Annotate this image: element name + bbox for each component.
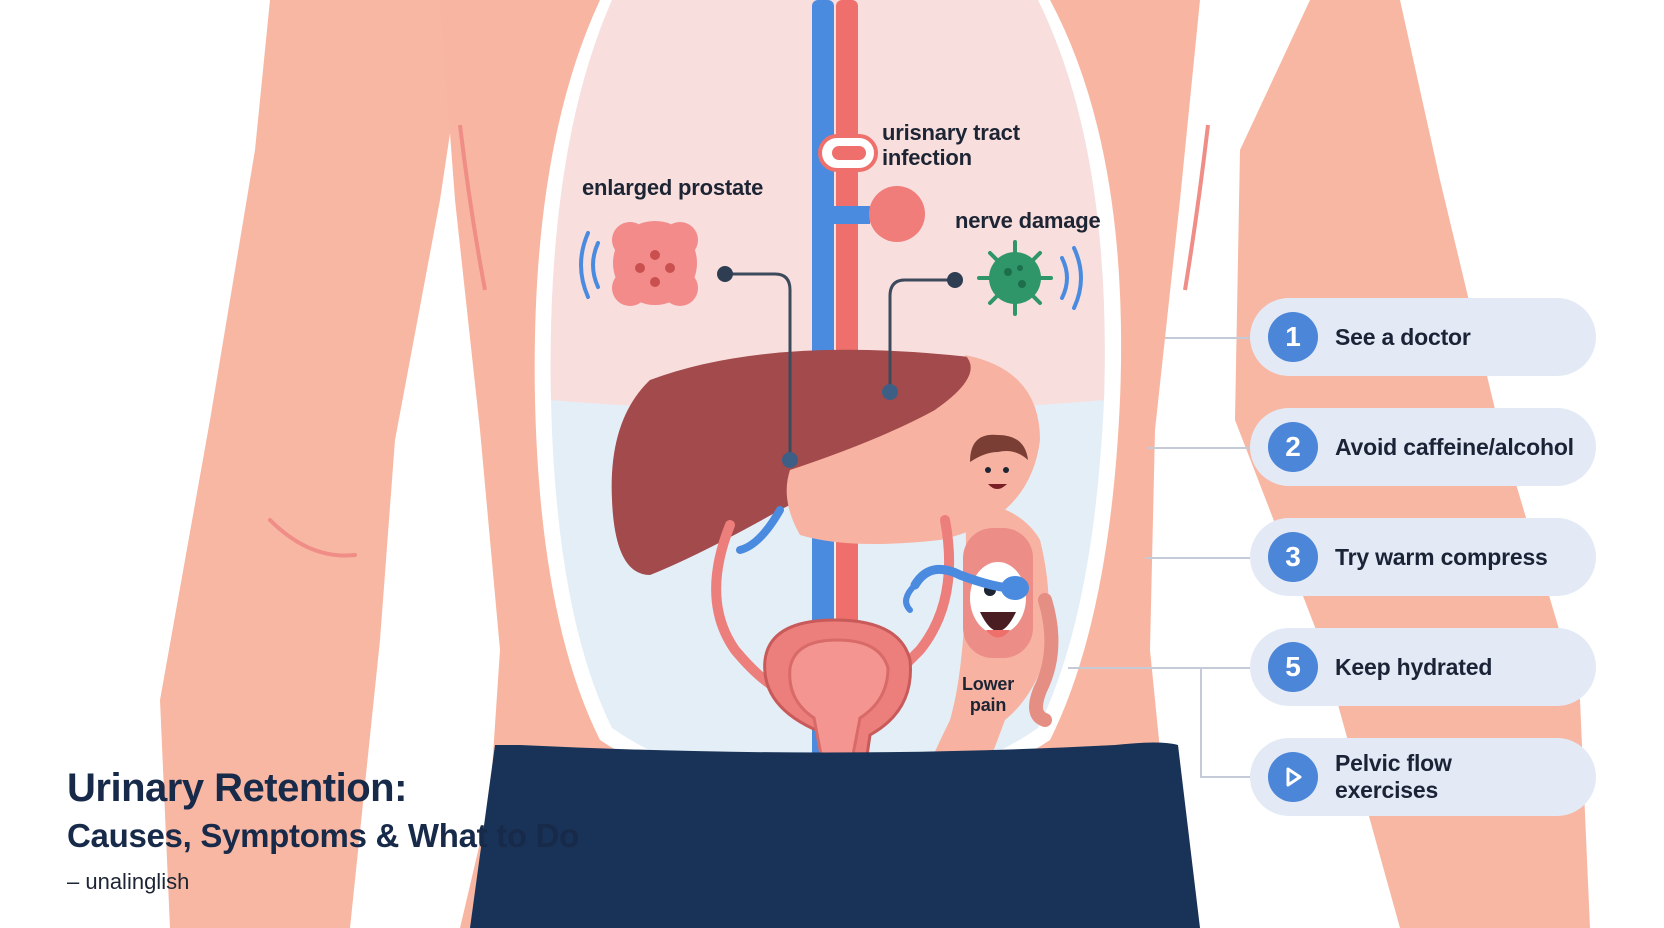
cartoon-man <box>903 434 1059 800</box>
connector-4 <box>1068 667 1250 669</box>
step-number-badge: 1 <box>1268 312 1318 362</box>
step-number-badge: 5 <box>1268 642 1318 692</box>
step-number-badge: 3 <box>1268 532 1318 582</box>
nerve-damage-label: nerve damage <box>955 208 1101 233</box>
prostate-callout-line <box>725 272 792 460</box>
vein-branch <box>830 206 870 224</box>
left-arm <box>160 0 470 928</box>
step-see-doctor[interactable]: 1 See a doctor <box>1250 298 1596 376</box>
play-icon <box>1268 752 1318 802</box>
connector-3 <box>1145 557 1250 559</box>
step-avoid-caffeine[interactable]: 2 Avoid caffeine/alcohol <box>1250 408 1596 486</box>
connector-1 <box>1165 337 1250 339</box>
step-label: Pelvic flow exercises <box>1335 750 1452 803</box>
step-number-badge: 2 <box>1268 422 1318 472</box>
connector-2 <box>1148 447 1250 449</box>
virus-icon <box>977 240 1083 316</box>
step-pelvic-exercises[interactable]: Pelvic flow exercises <box>1250 738 1596 816</box>
shorts <box>470 742 1200 928</box>
prostate-label: enlarged prostate <box>582 175 764 200</box>
stomach <box>786 355 1040 544</box>
title-block: Urinary Retention: Causes, Symptoms & Wh… <box>67 765 687 895</box>
left-ureter <box>711 520 785 695</box>
step-label: See a doctor <box>1335 323 1471 350</box>
kidney-node <box>869 186 925 242</box>
uti-label: urisnary tract infection <box>882 120 1020 170</box>
prostate-icon <box>579 221 698 306</box>
page-subtitle: Causes, Symptoms & What to Do <box>67 817 580 854</box>
right-torso-contour <box>1183 124 1210 291</box>
left-torso-contour <box>458 124 487 291</box>
connector-5 <box>1200 776 1250 778</box>
left-elbow-crease <box>268 518 357 558</box>
nerve-callout-line <box>888 278 955 392</box>
lower-pain-label: Lower pain <box>962 674 1015 715</box>
step-label: Avoid caffeine/alcohol <box>1335 433 1574 460</box>
step-keep-hydrated[interactable]: 5 Keep hydrated <box>1250 628 1596 706</box>
page-title: Urinary Retention: <box>67 766 407 810</box>
connector-5-vertical <box>1200 667 1202 777</box>
step-label: Try warm compress <box>1335 543 1548 570</box>
step-label: Keep hydrated <box>1335 653 1493 680</box>
credit-text: – unalinglish <box>67 869 190 894</box>
step-warm-compress[interactable]: 3 Try warm compress <box>1250 518 1596 596</box>
blue-duct <box>736 506 784 554</box>
